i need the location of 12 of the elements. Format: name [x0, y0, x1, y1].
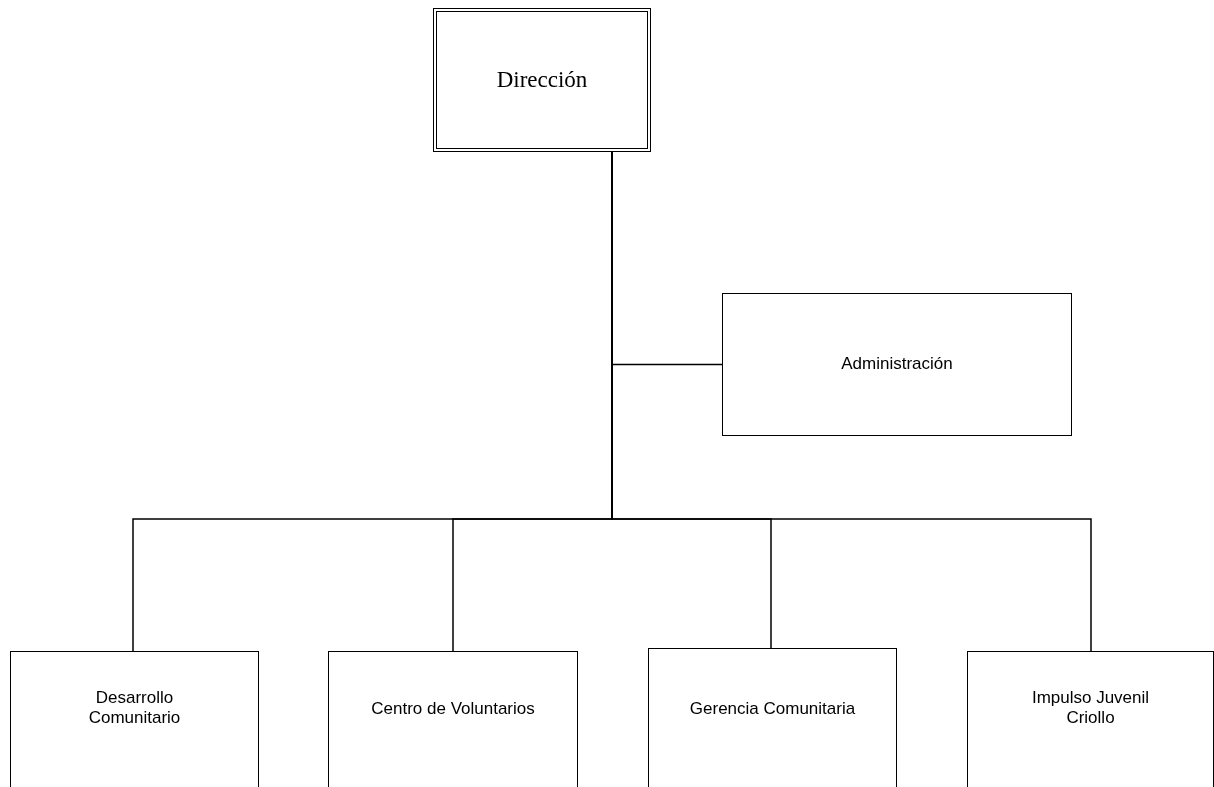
department-box [648, 648, 897, 787]
department-box [10, 651, 259, 787]
department-name: Desarrollo Comunitario [87, 688, 182, 729]
department-name: Gerencia Comunitaria [689, 699, 856, 720]
department-name: Administración [841, 354, 953, 375]
director-box [433, 8, 651, 152]
department-box [967, 651, 1214, 787]
department-name: Centro de Voluntarios [371, 699, 535, 720]
department-name: Impulso Juvenil Criollo [1030, 688, 1151, 729]
department-box [722, 293, 1072, 436]
director-title: Dirección [496, 66, 588, 94]
department-box [328, 651, 578, 787]
